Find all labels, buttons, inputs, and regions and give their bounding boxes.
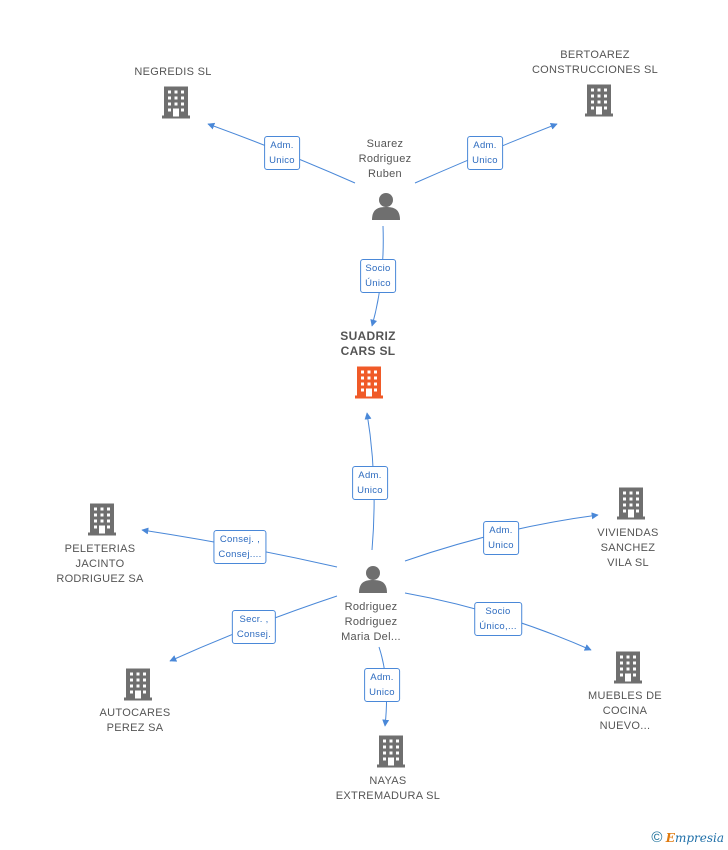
node-label-bertoarez[interactable]: BERTOAREZ CONSTRUCCIONES SL	[531, 49, 659, 76]
building-icon	[585, 84, 613, 117]
building-icon	[617, 487, 645, 520]
node-label-suadriz[interactable]: SUADRIZ CARS SL	[340, 329, 396, 358]
building-icon-focus	[355, 366, 383, 399]
building-icon	[88, 503, 116, 536]
edge-label-viviendas[interactable]: Adm. Unico	[483, 521, 519, 555]
edge-label-suadriz-suarez[interactable]: Socio Único	[360, 259, 396, 293]
node-label-rodriguez[interactable]: Rodriguez Rodriguez Maria Del...	[341, 601, 401, 643]
edge-label-negredis[interactable]: Adm. Unico	[264, 136, 300, 170]
building-icon	[614, 651, 642, 684]
edge-label-bertoarez[interactable]: Adm. Unico	[467, 136, 503, 170]
node-label-nayas[interactable]: NAYAS EXTREMADURA SL	[335, 775, 441, 802]
building-icon	[124, 668, 152, 701]
edge-label-muebles[interactable]: Socio Único,...	[474, 602, 522, 636]
building-icon	[162, 86, 190, 119]
edge-label-suadriz-rodriguez[interactable]: Adm. Unico	[352, 466, 388, 500]
brand-logo-letter: E	[665, 831, 675, 845]
node-label-autocares[interactable]: AUTOCARES PEREZ SA	[99, 707, 171, 734]
node-icons	[88, 84, 645, 768]
edge-label-nayas[interactable]: Adm. Unico	[364, 668, 400, 702]
empresia-footer[interactable]: © Empresia	[651, 829, 724, 846]
brand-logo-text: mpresia	[674, 831, 724, 845]
edge-label-autocares[interactable]: Secr. , Consej.	[231, 610, 277, 644]
copyright-icon: ©	[651, 829, 663, 846]
node-label-muebles[interactable]: MUEBLES DE COCINA NUEVO...	[588, 690, 662, 732]
edge-label-peleterias[interactable]: Consej. , Consej....	[213, 530, 267, 564]
building-icon	[377, 735, 405, 768]
node-label-viviendas[interactable]: VIVIENDAS SANCHEZ VILA SL	[597, 527, 659, 569]
node-label-negredis[interactable]: NEGREDIS SL	[134, 66, 212, 78]
person-icon	[372, 193, 400, 220]
node-label-peleterias[interactable]: PELETERIAS JACINTO RODRIGUEZ SA	[56, 543, 144, 585]
person-icon	[359, 566, 387, 593]
node-label-suarez[interactable]: Suarez Rodriguez Ruben	[358, 138, 412, 180]
